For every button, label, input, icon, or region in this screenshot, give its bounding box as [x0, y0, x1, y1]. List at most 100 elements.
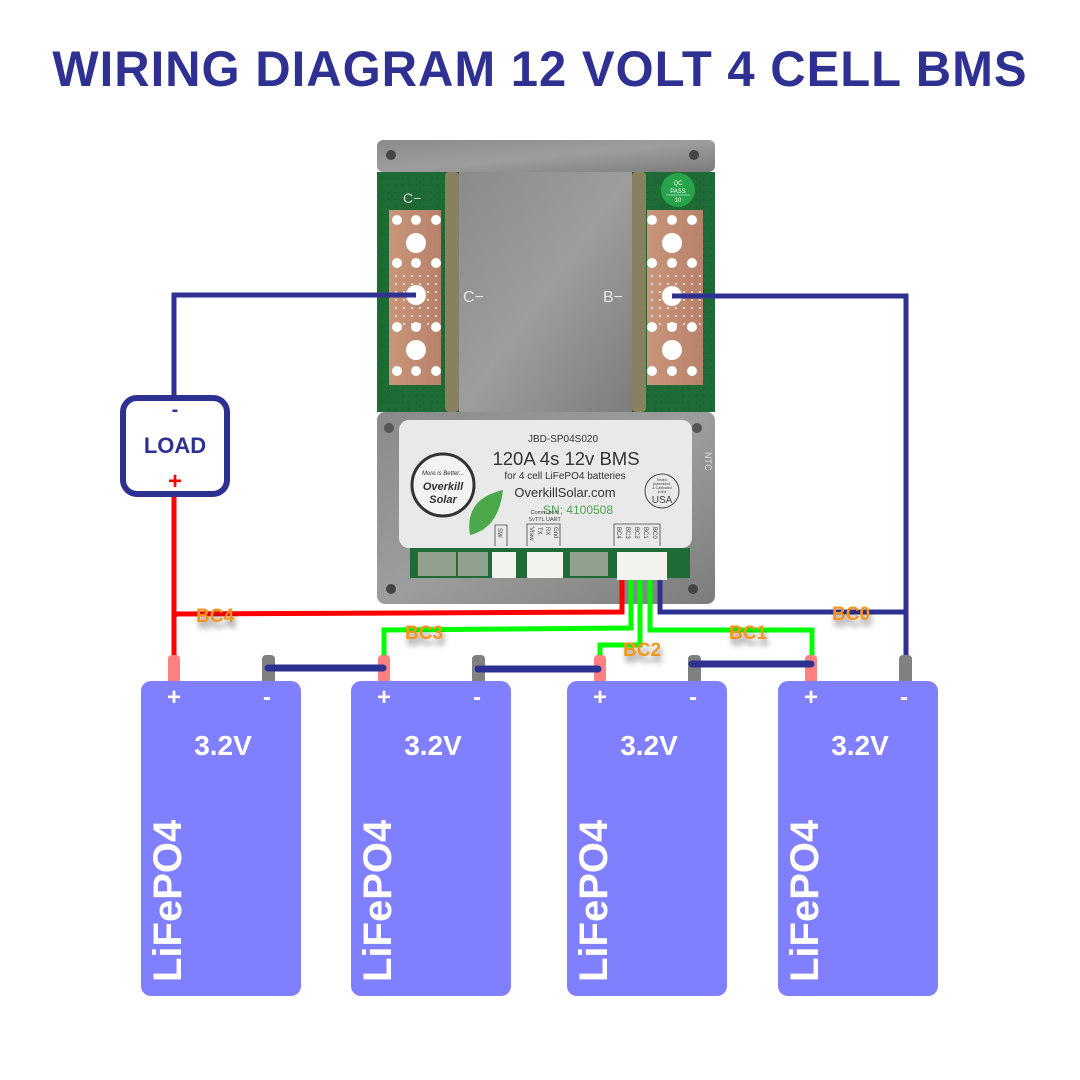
- wire-bc1: [647, 580, 815, 660]
- svg-text:Overkill: Overkill: [423, 481, 464, 493]
- leaf-icon: [469, 490, 503, 535]
- uart-pin-label: Gnd: [552, 527, 558, 538]
- svg-text:& Calibrated: & Calibrated: [652, 486, 671, 490]
- wire-bc3: [381, 580, 634, 660]
- load-box: - LOAD +: [120, 395, 230, 497]
- terminal-c-neg-pcb-label: C−: [403, 190, 421, 206]
- balance-pin-label: BC2: [633, 527, 639, 539]
- bms-model: JBD-SP04S020: [528, 434, 598, 445]
- screw-hole-icon: [386, 150, 396, 160]
- balance-pin-label: BC4: [615, 527, 621, 539]
- cell-pos-symbol: +: [167, 684, 181, 711]
- cell-body: [778, 681, 938, 996]
- bc3-label: BC3: [405, 623, 443, 644]
- usa-badge: Tested, Assembled, & Calibrated in the U…: [644, 473, 680, 509]
- cell-body: [567, 681, 727, 996]
- svg-text:10: 10: [675, 198, 682, 204]
- svg-text:in the: in the: [658, 490, 667, 494]
- bms-headline: 120A 4s 12v BMS: [492, 448, 639, 469]
- bc-labels: BC4 BC3 BC2 BC1 BC0: [196, 604, 870, 661]
- wire-bc2: [597, 580, 643, 660]
- wire-b-neg-to-cell4-neg: [672, 293, 909, 660]
- connector-balance: [617, 552, 667, 580]
- cell-chemistry: LiFePO4: [572, 819, 616, 982]
- svg-text:PASS: PASS: [670, 189, 686, 195]
- svg-text:USA: USA: [652, 495, 673, 506]
- comm-port-sub: 5vTTL UART: [529, 517, 561, 523]
- screw-hole-icon: [688, 584, 698, 594]
- negative-terminal: [899, 655, 912, 685]
- bms-top-plate: [377, 140, 715, 172]
- comm-port-title: Comm port:: [531, 510, 560, 516]
- uart-pin-label: TX: [536, 527, 542, 535]
- bms-website: OverkillSolar.com: [514, 485, 615, 500]
- load-neg-symbol: -: [172, 399, 179, 421]
- terminal-c-neg-label: C−: [463, 289, 484, 306]
- balance-pin-label: BC0: [651, 527, 657, 539]
- positive-terminal: [805, 655, 817, 685]
- uart-pin-label: Vraw: [528, 527, 534, 541]
- bms-heatsink: [459, 172, 632, 412]
- svg-text:More is Better...: More is Better...: [422, 471, 464, 477]
- negative-terminal: [688, 655, 701, 685]
- connector-unused: [570, 552, 608, 576]
- positive-terminal: [168, 655, 180, 685]
- cell-neg-symbol: -: [900, 684, 908, 711]
- bc2-label: BC2: [623, 640, 661, 661]
- screw-hole-icon: [386, 584, 396, 594]
- wires: [171, 292, 909, 665]
- svg-text:Assembled,: Assembled,: [653, 482, 671, 486]
- sw-pin-label: SW: [496, 528, 502, 538]
- screw-hole-icon: [692, 423, 702, 433]
- wire-bc0: [657, 580, 906, 615]
- ntc-label: NTC: [703, 452, 713, 471]
- cell-neg-symbol: -: [689, 684, 697, 711]
- connector-unused: [458, 552, 488, 576]
- connector-sw: [492, 552, 516, 578]
- cell-neg-symbol: -: [263, 684, 271, 711]
- battery-cell: + -3.2V LiFePO4: [778, 655, 938, 996]
- cell-pos-symbol: +: [804, 684, 818, 711]
- balance-pin-label: BC1: [642, 527, 648, 539]
- terminal-b-neg-label: B−: [603, 289, 623, 306]
- cell-chemistry: LiFePO4: [146, 819, 190, 982]
- connector-uart: [527, 552, 563, 578]
- series-links: [264, 660, 815, 673]
- bms-subtitle: for 4 cell LiFePO4 batteries: [504, 471, 625, 482]
- diagram-title: WIRING DIAGRAM 12 VOLT 4 CELL BMS: [52, 41, 1028, 97]
- screw-hole-icon: [689, 150, 699, 160]
- terminal-holes-right: [647, 215, 697, 376]
- uart-pin-label: RX: [544, 527, 550, 535]
- cell-pos-symbol: +: [593, 684, 607, 711]
- battery-cell: + -3.2V LiFePO4: [567, 655, 727, 996]
- cell-pos-symbol: +: [377, 684, 391, 711]
- wire-bc4: [173, 580, 625, 617]
- bc0-label: BC0: [832, 604, 870, 625]
- bc4-label: BC4: [196, 606, 234, 627]
- bms-board: C− C− B− QC PASS 10 NTC JBD-SP04S020 120…: [377, 140, 715, 604]
- qc-pass-sticker: QC PASS 10: [661, 173, 695, 207]
- battery-cells: +-3.2VLiFePO4+-3.2VLiFePO4+-3.2VLiFePO4+…: [141, 655, 938, 996]
- svg-text:QC: QC: [674, 181, 684, 187]
- cell-neg-symbol: -: [473, 684, 481, 711]
- cell-body: [351, 681, 511, 996]
- terminal-holes-left: [392, 215, 441, 376]
- wire-c-neg-to-load: [171, 292, 416, 398]
- overkill-solar-logo: More is Better... Overkill Solar: [410, 452, 503, 535]
- svg-text:Tested,: Tested,: [656, 478, 667, 482]
- cell-voltage: 3.2V: [620, 730, 678, 761]
- load-label: LOAD: [144, 433, 206, 458]
- bms-serial: SN: 4100508: [543, 503, 613, 517]
- cell-chemistry: LiFePO4: [356, 819, 400, 982]
- balance-pin-label: BC3: [624, 527, 630, 539]
- screw-hole-icon: [384, 423, 394, 433]
- cell-chemistry: LiFePO4: [783, 819, 827, 982]
- cell-voltage: 3.2V: [831, 730, 889, 761]
- connector-unused: [418, 552, 456, 576]
- cell-body: [141, 681, 301, 996]
- svg-text:Solar: Solar: [429, 494, 457, 506]
